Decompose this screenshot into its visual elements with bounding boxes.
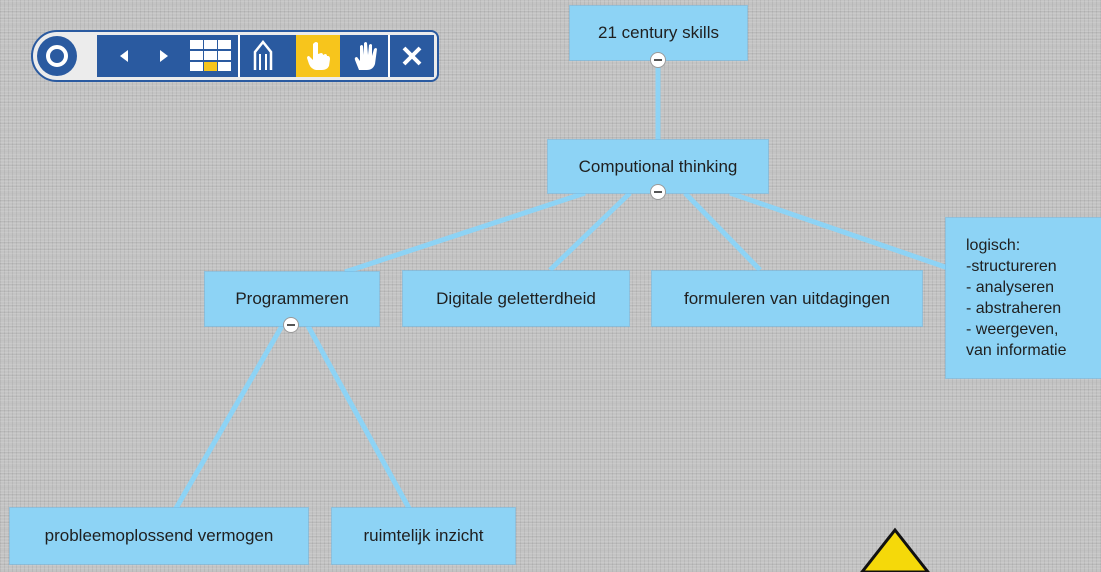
node-logisch[interactable]: logisch: -structureren - analyseren - ab… (946, 218, 1101, 378)
node-label: probleemoplossend vermogen (44, 526, 274, 545)
pencil-tool-button[interactable] (244, 35, 282, 77)
node-label: Digitale geletterdheid (436, 288, 596, 308)
pencil-tool-icon (253, 40, 273, 70)
node-label: Computional thinking (578, 156, 738, 176)
node-label: ruimtelijk inzicht (363, 526, 484, 545)
close-button[interactable] (393, 35, 431, 77)
node-21-century-skills[interactable]: 21 century skills (570, 6, 747, 60)
node-label: formuleren van uitdagingen (683, 288, 891, 308)
link-computational-formuleren (683, 191, 762, 272)
open-hand-button[interactable] (345, 35, 387, 77)
open-hand-icon (354, 42, 377, 70)
node-label: Programmeren (235, 289, 349, 308)
link-programmeren-probleem (172, 324, 285, 512)
link-computational-logisch (729, 190, 949, 271)
link-programmeren-ruimtelijk (305, 324, 413, 512)
collapse-toggle-root[interactable] (650, 52, 666, 68)
previous-button[interactable] (105, 35, 143, 77)
previous-arrow-icon (120, 50, 128, 62)
node-formuleren[interactable]: formuleren van uitdagingen (652, 271, 922, 326)
node-digitale-geletterdheid[interactable]: Digitale geletterdheid (403, 271, 629, 326)
collapse-toggle-computational[interactable] (650, 184, 666, 200)
next-button[interactable] (145, 35, 183, 77)
link-computational-programmeren (344, 190, 586, 275)
presentation-toolbar (31, 30, 439, 82)
collapse-toggle-programmeren[interactable] (283, 317, 299, 333)
node-probleemoplossend[interactable]: probleemoplossend vermogen (10, 508, 308, 564)
home-ring-icon[interactable] (37, 36, 77, 76)
pointer-hand-button[interactable] (296, 35, 340, 77)
toolbar-separator (238, 35, 240, 77)
node-label: 21 century skills (598, 23, 719, 42)
toolbar-separator (388, 35, 390, 77)
next-arrow-icon (160, 50, 168, 62)
link-computational-digitale (548, 191, 632, 272)
pointer-hand-icon (307, 42, 330, 70)
grid-icon (190, 40, 231, 71)
close-icon (402, 46, 422, 66)
node-ruimtelijk-inzicht[interactable]: ruimtelijk inzicht (332, 508, 515, 564)
node-label: logisch: -structureren - analyseren - ab… (966, 237, 1067, 359)
grid-button[interactable] (187, 35, 235, 77)
warning-triangle-icon (860, 527, 930, 572)
